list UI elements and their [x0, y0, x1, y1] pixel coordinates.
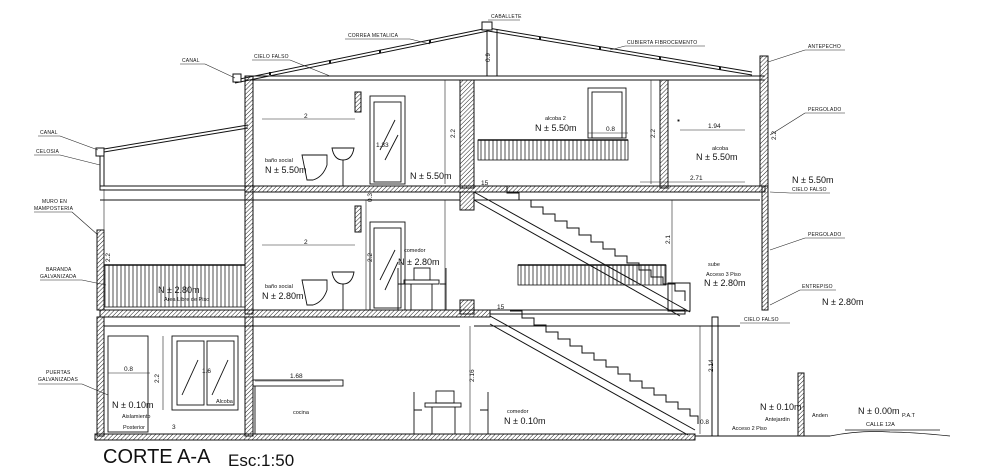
dim-216: 2.16	[469, 369, 476, 382]
dim-271: 2.71	[690, 175, 703, 182]
label-muro-1: MURO EN	[42, 199, 67, 205]
label-comedor-2: comedor	[404, 248, 426, 254]
roof	[95, 21, 769, 187]
level-010-aislamiento: N ± 0.10m	[112, 400, 153, 410]
level-550-alcoba: N ± 5.50m	[696, 152, 737, 162]
label-posterior: Posterior	[123, 425, 145, 431]
dim-22-b: 2.2	[650, 129, 657, 138]
dim-214: 2.14	[708, 359, 715, 372]
label-alcoba2: alcoba 2	[545, 116, 566, 122]
dim-133: 1.33	[376, 142, 389, 149]
dimension-lines	[103, 80, 769, 434]
dimension-text: 0.9 2.2 2.2 2.2 2.2 2.2 2.2 2 2 1.33 0.8…	[105, 53, 778, 431]
label-baranda-1: BARANDA	[46, 267, 72, 273]
label-bano-2: baño social	[265, 284, 293, 290]
annotation-labels: CABALLETE CORREA METALICA CUBIERTA FIBRO…	[34, 14, 916, 432]
label-anden: Anden	[812, 413, 828, 419]
label-cocina: cocina	[293, 410, 310, 416]
dim-15-b: 15	[497, 304, 505, 311]
level-280-entrepiso: N ± 2.80m	[822, 297, 863, 307]
label-calle: CALLE 12A	[866, 422, 895, 428]
drawing-title: CORTE A-A	[103, 446, 211, 468]
label-celosia: CELOSIA	[36, 149, 60, 155]
dim-3: 3	[172, 424, 176, 431]
label-entrepiso: ENTREPISO	[802, 284, 833, 290]
dim-16: 1.6	[202, 368, 211, 375]
label-acceso3: Acceso 3 Piso	[706, 272, 741, 278]
label-acceso2: Acceso 2 Piso	[732, 426, 767, 432]
label-canal-top: CANAL	[182, 58, 200, 64]
label-cielo-falso-r1: CIELO FALSO	[792, 187, 827, 193]
label-pergolado-1: PERGOLADO	[808, 107, 841, 113]
label-bano-3: baño social	[265, 158, 293, 164]
dim-22-c: 2.2	[771, 131, 778, 140]
label-baranda-2: GALVANIZADA	[40, 274, 77, 280]
label-correa-metalica: CORREA METALICA	[348, 33, 399, 39]
leader-lines	[34, 19, 845, 396]
railings	[103, 139, 667, 308]
label-puertas-1: PUERTAS	[46, 370, 71, 376]
dim-194: 1.94	[708, 123, 721, 130]
label-sube: sube	[708, 262, 720, 268]
structure	[94, 75, 830, 441]
dim-08-a: 0.8	[606, 126, 615, 133]
label-area-libre: Area Libre de Piso	[164, 297, 209, 303]
label-puertas-2: GALVANIZADAS	[38, 377, 78, 383]
dim-09: 0.9	[485, 53, 492, 62]
label-muro-2: MAMPOSTERIA	[34, 206, 74, 212]
label-alcoba-lower: Alcoba	[216, 399, 234, 405]
level-marks: N ± 5.50m N ± 5.50m N ± 5.50m N ± 5.50m …	[112, 123, 899, 426]
dim-22-f: 2.2	[154, 374, 161, 383]
level-280-comedor: N ± 2.80m	[398, 257, 439, 267]
dim-2-b: 2	[304, 239, 308, 246]
level-010-antejardin: N ± 0.10m	[760, 402, 801, 412]
level-280-acceso3: N ± 2.80m	[704, 278, 745, 288]
level-550-bano: N ± 5.50m	[265, 165, 306, 175]
label-canal-left: CANAL	[40, 130, 58, 136]
label-comedor-1: comedor	[507, 409, 529, 415]
dim-03: 0.3	[367, 193, 374, 202]
label-antepecho: ANTEPECHO	[808, 44, 841, 50]
ground	[829, 429, 951, 437]
dim-22-a: 2.2	[450, 129, 457, 138]
level-010-comedor: N ± 0.10m	[504, 416, 545, 426]
label-cielo-falso-r2: CIELO FALSO	[744, 317, 779, 323]
dim-15-a: 15	[481, 180, 489, 187]
level-280-bano: N ± 2.80m	[262, 291, 303, 301]
label-pergolado-2: PERGOLADO	[808, 232, 841, 238]
dim-08-b: 0.8	[124, 366, 133, 373]
dim-21: 2.1	[665, 235, 672, 244]
label-caballete: CABALLETE	[491, 14, 522, 20]
drawing-scale: Esc:1:50	[228, 451, 295, 470]
stairs	[473, 185, 699, 436]
level-550-cielo: N ± 5.50m	[792, 175, 833, 185]
level-280-baranda: N ± 2.80m	[158, 285, 199, 295]
label-cielo-falso-top: CIELO FALSO	[254, 54, 289, 60]
label-cubierta: CUBIERTA FIBROCEMENTO	[627, 40, 697, 46]
label-antejardin: Antejardin	[765, 417, 790, 423]
fixtures	[107, 87, 680, 434]
label-alcoba-right: alcoba	[712, 146, 729, 152]
label-aislamiento: Aislamiento	[122, 414, 150, 420]
dim-08-c: 0.8	[700, 419, 709, 426]
label-pat: P.A.T	[902, 413, 916, 419]
dim-2-a: 2	[304, 113, 308, 120]
level-000-street: N ± 0.00m	[858, 406, 899, 416]
dim-22-d: 2.2	[105, 253, 112, 262]
level-550-alcoba2: N ± 5.50m	[535, 123, 576, 133]
level-550-center: N ± 5.50m	[410, 171, 451, 181]
dim-22-e: 2.2	[367, 253, 374, 262]
dim-168: 1.68	[290, 373, 303, 380]
